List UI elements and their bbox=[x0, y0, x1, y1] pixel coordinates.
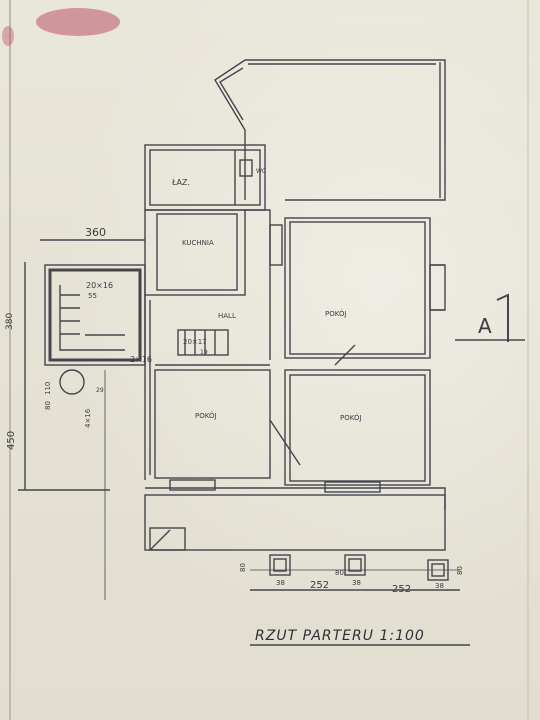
label-pokoj-bottom-right: POKÓJ bbox=[340, 413, 362, 422]
dim-span-252-a: 252 bbox=[310, 580, 329, 591]
wall-hall bbox=[245, 209, 271, 360]
dim-stair-mid-sub: 19 bbox=[200, 349, 208, 356]
dim-360: 360 bbox=[85, 226, 106, 239]
dim-stair-mid: 20×17 bbox=[183, 338, 207, 346]
terrace bbox=[144, 494, 446, 551]
tank-circle bbox=[59, 369, 85, 395]
label-pokoj-top-right: POKÓJ bbox=[325, 309, 347, 318]
wall-kitchen bbox=[144, 209, 246, 296]
dim-stair-2x16: 2×16 bbox=[130, 355, 152, 364]
section-marker: A bbox=[478, 314, 492, 338]
door-swing-bottom-right bbox=[334, 344, 356, 366]
section-arrow bbox=[496, 293, 509, 342]
wall-bathroom bbox=[144, 144, 266, 211]
entry-angled-wall-inner bbox=[219, 67, 244, 121]
pier-1-inner bbox=[273, 558, 287, 572]
drawing-title: RZUT PARTERU 1:100 bbox=[255, 628, 425, 644]
wall-room-bottom-right bbox=[284, 369, 431, 486]
wall-stair-core-thick bbox=[48, 268, 142, 362]
dim-pier-38-c: 38 bbox=[435, 582, 444, 590]
wc-fixture bbox=[239, 159, 253, 177]
dim-pier-38-a: 38 bbox=[276, 579, 285, 587]
chimney bbox=[269, 224, 283, 266]
dim-450: 450 bbox=[6, 431, 17, 450]
dim-380: 380 bbox=[5, 313, 15, 330]
wall-room-bottom-right-inner bbox=[289, 374, 426, 482]
label-lazienka: ŁAZ. bbox=[171, 178, 190, 187]
dim-pier-80-right: 80 bbox=[456, 566, 464, 575]
entry-angled-wall bbox=[214, 59, 246, 200]
wall-room-bottom-left bbox=[154, 369, 271, 479]
pier-2-inner bbox=[348, 558, 362, 572]
label-hall: HALL bbox=[218, 312, 236, 320]
dim-span-252-b: 252 bbox=[392, 584, 411, 595]
label-pokoj-bottom-left: POKÓJ bbox=[195, 411, 217, 420]
wall-top-right-block bbox=[245, 59, 446, 201]
wall-room-top-right-inner bbox=[289, 221, 426, 355]
pier-1 bbox=[269, 554, 291, 576]
terrace-steps-arrow bbox=[149, 529, 171, 551]
wall-south bbox=[145, 487, 446, 510]
dim-pier-80-mid: 80 bbox=[335, 569, 344, 577]
ink-stain-edge bbox=[2, 26, 14, 46]
dim-stair-h29: 29 bbox=[96, 387, 104, 394]
label-wc: WC bbox=[256, 168, 266, 175]
dim-stair-top-sub: 55 bbox=[88, 292, 97, 300]
dim-pier-80-left: 80 bbox=[239, 563, 247, 572]
wall-bathroom-inner bbox=[149, 149, 261, 206]
interior-stair bbox=[177, 329, 229, 356]
dim-110: 110 bbox=[44, 382, 52, 395]
dim-80: 80 bbox=[44, 401, 52, 410]
wall-kitchen-inner bbox=[156, 213, 238, 291]
window-south-right bbox=[324, 481, 381, 493]
pier-2 bbox=[344, 554, 366, 576]
dim-stair-4x16: 4×16 bbox=[84, 408, 92, 428]
dim-stair-top: 20×16 bbox=[86, 281, 113, 290]
wall-room-top-right bbox=[284, 217, 431, 359]
window-right bbox=[429, 264, 446, 311]
dim-pier-38-b: 38 bbox=[352, 579, 361, 587]
window-south-left bbox=[169, 479, 216, 491]
ink-stain bbox=[36, 8, 120, 36]
label-kuchnia: KUCHNIA bbox=[182, 239, 214, 247]
stair-flight bbox=[59, 285, 125, 351]
terrace-steps bbox=[149, 527, 186, 551]
